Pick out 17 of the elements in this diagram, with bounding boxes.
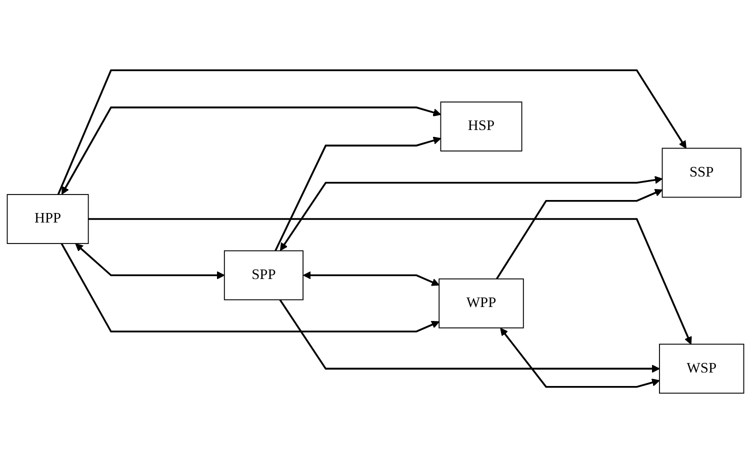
- node-box: HPP: [6, 194, 89, 244]
- node-box: HSP: [440, 102, 522, 152]
- arrow: [279, 300, 660, 373]
- arrow: [57, 70, 686, 196]
- arrow: [75, 244, 225, 280]
- node-box: SSP: [662, 148, 742, 198]
- node-box: SPP: [224, 250, 304, 300]
- arrow: [500, 328, 660, 388]
- arrow: [280, 176, 663, 252]
- arrow: [496, 189, 663, 280]
- arrow: [60, 243, 440, 333]
- arrow: [88, 218, 692, 345]
- node-box: WPP: [438, 278, 524, 329]
- node-box: WSP: [659, 344, 744, 394]
- arrow: [303, 272, 440, 286]
- arrow: [274, 136, 442, 252]
- arrow: [61, 106, 442, 195]
